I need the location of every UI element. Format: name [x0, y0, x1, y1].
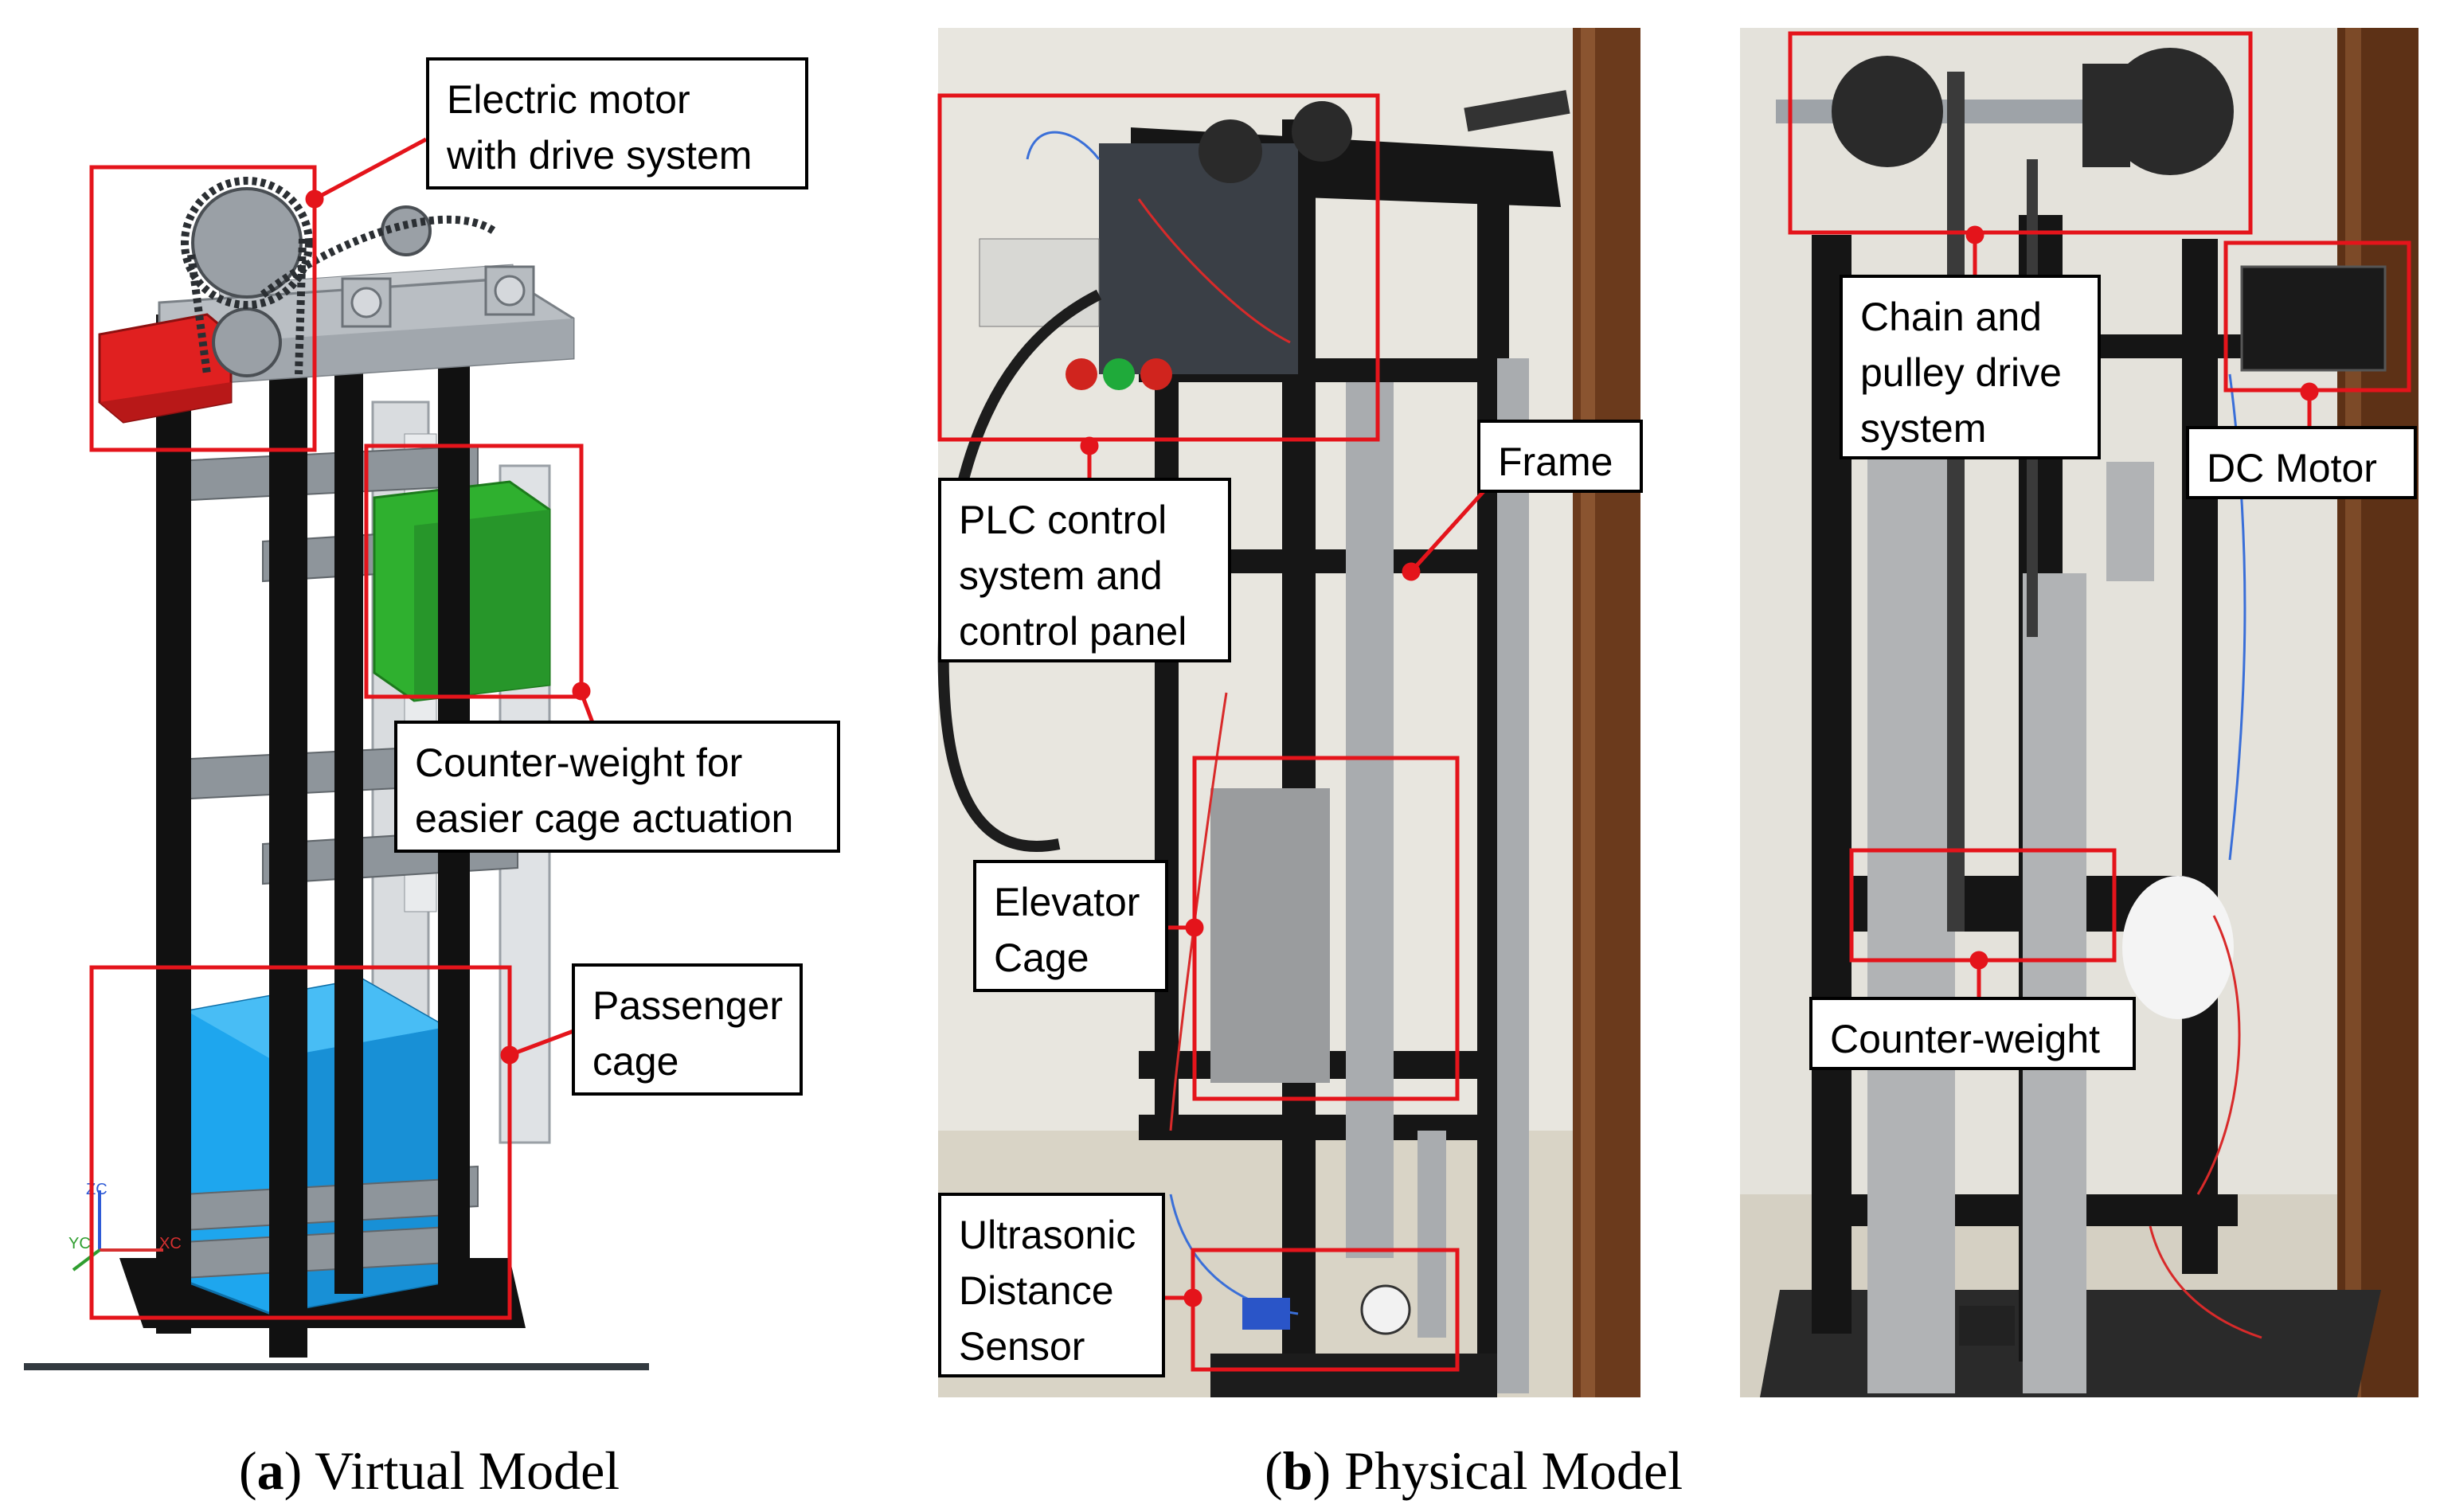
caption-a-text: Virtual Model: [302, 1440, 620, 1501]
axis-label-x: XC: [159, 1235, 182, 1252]
label-counterweight-physical: Counter-weight: [1809, 997, 2136, 1070]
highlight-motor-virtual: [89, 165, 317, 452]
label-frame: Frame: [1477, 420, 1643, 493]
highlight-counterweight-virtual: [364, 443, 584, 699]
highlight-ultrasonic: [1191, 1248, 1460, 1372]
leader-lines: [305, 137, 2319, 1307]
caption-b-text: Physical Model: [1331, 1440, 1683, 1501]
highlight-plc: [937, 93, 1380, 442]
highlight-boxes: [89, 31, 2411, 1372]
label-plc-control-system: PLC control system and control panel: [938, 478, 1231, 662]
caption-b-letter: b: [1282, 1440, 1313, 1501]
photo-physical-front: [937, 28, 1640, 1397]
highlight-cage-virtual: [89, 965, 512, 1320]
label-dc-motor: DC Motor: [2186, 426, 2417, 499]
axis-triad: [72, 1190, 163, 1272]
label-counterweight-virtual: Counter-weight for easier cage actuation: [394, 721, 840, 853]
label-chain-pulley-drive: Chain and pulley drive system: [1840, 275, 2101, 459]
photo-physical-side: [1740, 28, 2418, 1397]
label-electric-motor: Electric motor with drive system: [426, 57, 808, 189]
label-elevator-cage: Elevator Cage: [973, 860, 1168, 992]
label-ultrasonic-sensor: Ultrasonic Distance Sensor: [938, 1193, 1165, 1377]
caption-physical-model: (b) Physical Model: [1265, 1440, 1683, 1501]
caption-a-letter: a: [256, 1440, 284, 1501]
axis-label-z: ZC: [86, 1181, 108, 1198]
caption-virtual-model: (a) Virtual Model: [239, 1440, 620, 1501]
axis-label-y: YC: [68, 1235, 91, 1252]
label-passenger-cage: Passenger cage: [572, 963, 803, 1096]
highlight-chain-pulley: [1788, 31, 2253, 235]
virtual-model-render: ZC YC XC: [24, 177, 649, 1370]
